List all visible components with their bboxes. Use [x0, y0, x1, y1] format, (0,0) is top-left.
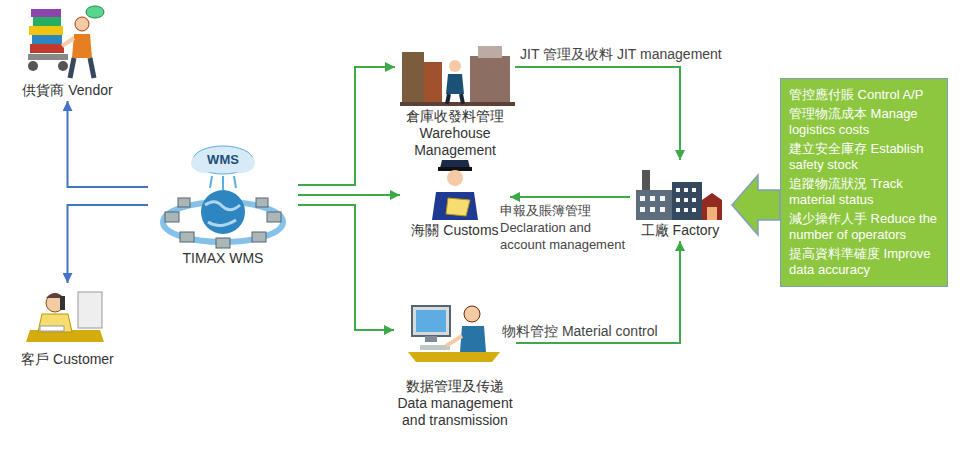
flow-arrow — [298, 67, 395, 185]
node-caption: 倉庫收發料管理 Warehouse Management — [395, 108, 515, 159]
flow-arrow — [510, 196, 630, 198]
customer-icon — [26, 292, 104, 342]
flow-arrow — [515, 67, 680, 160]
node-caption: 客戶 Customer — [10, 351, 125, 368]
icon-node: 供貨商 Vendor — [10, 2, 125, 99]
icon-node: 数据管理及传递 Data management and transmission — [394, 298, 516, 429]
benefit-box: 管控應付賬 Control A/P 管理物流成本 Manage logistics… — [780, 78, 948, 287]
flow-arrow — [298, 194, 400, 196]
node-caption: 数据管理及传递 Data management and transmission — [394, 378, 516, 429]
icon-node: 倉庫收發料管理 Warehouse Management — [395, 42, 515, 159]
icon-node: 客戶 Customer — [10, 285, 125, 368]
benefit-item: 建立安全庫存 Establish safety stock — [789, 141, 939, 173]
edge-label: 申報及賬簿管理 Declaration and account manageme… — [500, 202, 628, 253]
node-caption: TIMAX WMS — [148, 250, 298, 267]
node-caption: 工廠 Factory — [630, 222, 730, 239]
icon-node: 工廠 Factory — [630, 160, 730, 239]
customs-icon — [432, 160, 478, 220]
block-arrow — [732, 175, 780, 235]
benefit-item: 提高資料準確度 Improve data accuracy — [789, 246, 939, 278]
icon-node: WMS TIMAX WMS — [148, 138, 298, 267]
flow-arrow — [68, 205, 149, 283]
data-icon — [408, 306, 500, 362]
factory-icon — [636, 170, 722, 220]
benefit-item: 減少操作人手 Reduce the number of operators — [789, 211, 939, 243]
flow-arrow — [298, 205, 394, 330]
benefit-item: 管理物流成本 Manage logistics costs — [789, 106, 939, 138]
edge-label: JIT 管理及收料 JIT management — [520, 46, 722, 63]
vendor-icon — [28, 6, 104, 78]
benefit-item: 追蹤物流狀況 Track material status — [789, 176, 939, 208]
warehouse-icon — [400, 46, 515, 106]
cloud-label: WMS — [148, 152, 298, 167]
benefit-item: 管控應付賬 Control A/P — [789, 87, 939, 103]
icon-node: 海關 Customs — [400, 155, 510, 239]
edge-label: 物料管控 Material control — [502, 323, 658, 340]
node-caption: 海關 Customs — [400, 222, 510, 239]
flow-arrow — [68, 101, 149, 187]
node-caption: 供貨商 Vendor — [10, 82, 125, 99]
